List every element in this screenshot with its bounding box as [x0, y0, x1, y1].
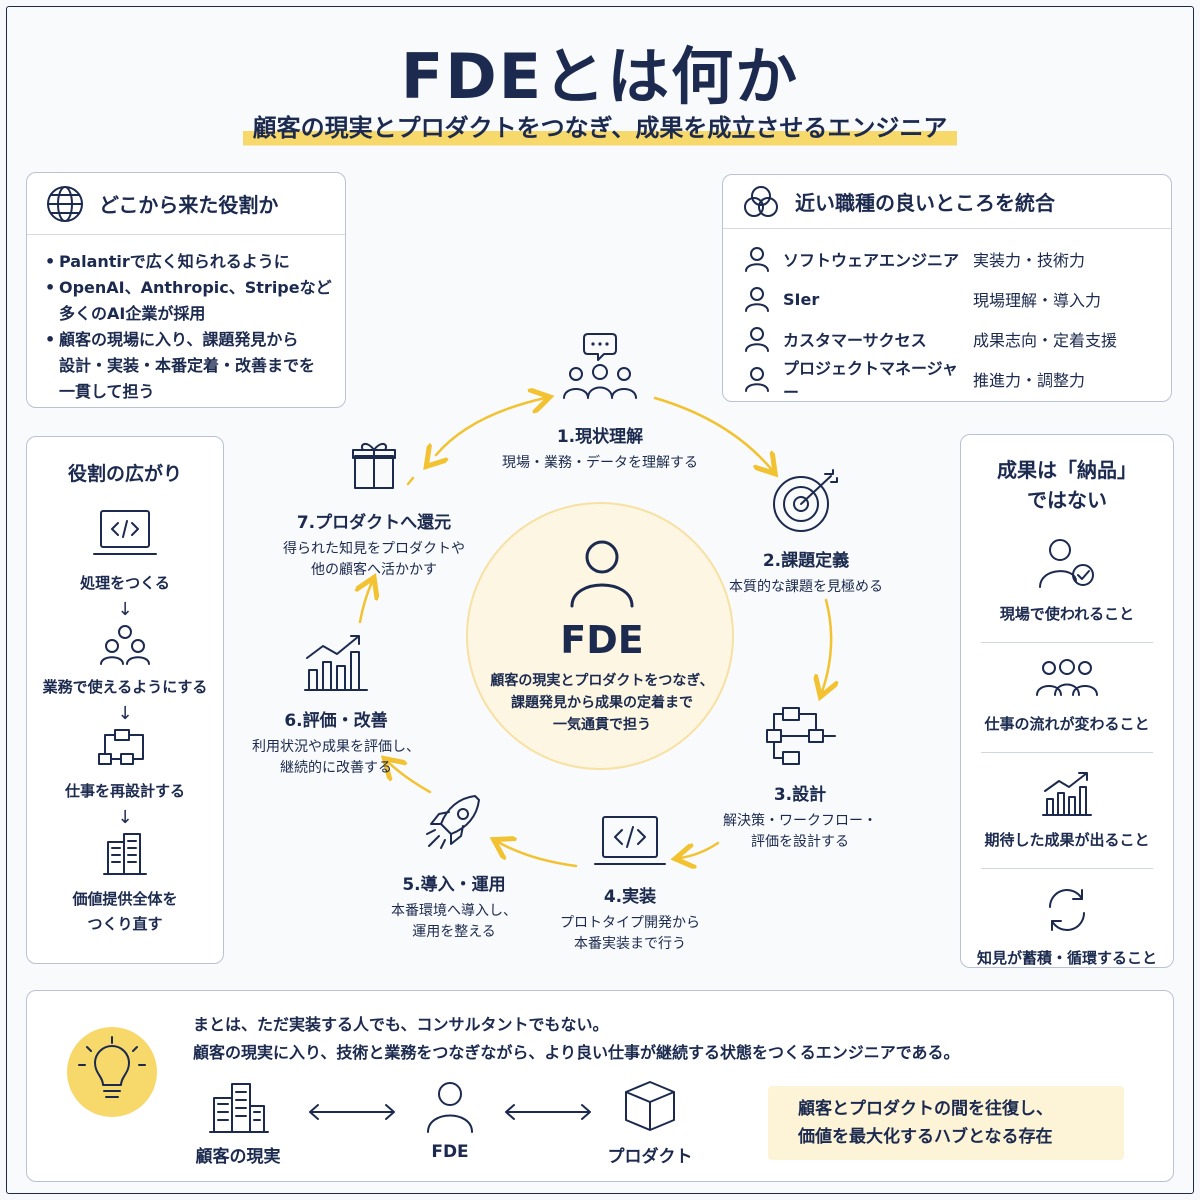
cycle-step-4: 4.実装 プロトタイプ開発から 本番実装まで行う	[530, 814, 730, 955]
fde-center: FDE 顧客の現実とプロダクトをつなぎ、 課題発見から成果の定着まで 一気通貫で…	[466, 502, 734, 770]
roles-panel: 近い職種の良いところを統合 ソフトウェアエンジニア 実装力・技術力 SIer 現…	[722, 174, 1172, 402]
double-arrow-icon	[505, 1104, 591, 1120]
results-panel: 成果は「納品」 ではない 現場で使われること 仕事の流れが変わること	[960, 434, 1174, 968]
origin-heading: どこから来た役割か	[99, 193, 279, 217]
laptop-code-icon	[594, 816, 666, 865]
role-skill: 実装力・技術力	[973, 251, 1086, 270]
bar-chart-icon	[304, 635, 368, 691]
role-skill: 現場理解・導入力	[973, 291, 1102, 310]
fde-description: 顧客の現実とプロダクトをつなぎ、 課題発見から成果の定着まで 一気通貫で担う	[490, 673, 714, 733]
arrow-down-icon: ↓	[117, 599, 133, 620]
result-item: 期待した成果が出ること	[984, 831, 1150, 849]
role-row: SIer 現場理解・導入力	[743, 279, 1171, 319]
spread-step: 処理をつくる	[80, 574, 170, 592]
role-name: ソフトウェアエンジニア	[783, 251, 960, 270]
flowchart-icon	[766, 707, 836, 765]
customer-label: 顧客の現実	[195, 1147, 281, 1167]
cycle-step-5: 5.導入・運用 本番環境へ導入し、 運用を整える	[354, 790, 554, 943]
globe-icon	[47, 185, 83, 222]
role-row: ソフトウェアエンジニア 実装力・技術力	[743, 239, 1171, 279]
fde-person-icon	[427, 1082, 473, 1133]
customer-buildings-icon	[209, 1083, 269, 1133]
page-subtitle: 顧客の現実とプロダクトをつなぎ、成果を成立させるエンジニア	[242, 106, 958, 149]
cycle-step-1: 1.現状理解 現場・業務・データを理解する	[500, 330, 700, 474]
person-icon	[745, 287, 769, 312]
spread-step: つくり直す	[87, 915, 163, 933]
target-icon	[773, 469, 838, 532]
gift-icon	[352, 443, 396, 489]
origin-bullets: Palantirで広く知られるように OpenAI、Anthropic、Stri…	[27, 235, 345, 405]
buildings-icon	[103, 833, 147, 875]
cycle-step-7: 7.プロダクトへ還元 得られた知見をプロダクトや 他の顧客へ活かかす	[264, 438, 484, 581]
double-arrow-icon	[309, 1104, 395, 1120]
hub-callout: 顧客とプロダクトの間を往復し、 価値を最大化するハブとなる存在	[768, 1086, 1124, 1160]
role-row: カスタマーサクセス 成果志向・定着支援	[743, 319, 1171, 359]
product-label: プロダクト	[607, 1147, 693, 1167]
role-name: SIer	[783, 289, 820, 309]
role-skill: 成果志向・定着支援	[973, 331, 1118, 350]
arrow-down-icon: ↓	[117, 703, 133, 724]
rocket-icon	[426, 795, 480, 849]
person-icon	[745, 247, 769, 272]
arrow-down-icon: ↓	[117, 807, 133, 828]
venn-icon	[744, 185, 778, 217]
lightbulb-icon	[78, 1036, 146, 1098]
person-icon	[745, 367, 769, 392]
origin-bullet: Palantirで広く知られるように	[45, 249, 345, 275]
result-item: 知見が蓄積・循環すること	[976, 949, 1157, 967]
cycle-icon	[1049, 889, 1085, 931]
result-item: 仕事の流れが変わること	[984, 715, 1150, 733]
box-icon	[625, 1081, 675, 1131]
person-icon	[745, 327, 769, 352]
group-icon	[1036, 659, 1098, 696]
roles-list: ソフトウェアエンジニア 実装力・技術力 SIer 現場理解・導入力 カスタマーサ…	[723, 229, 1171, 402]
lightbulb-badge	[67, 1027, 157, 1117]
results-heading: 成果は「納品」 ではない	[997, 458, 1137, 512]
fde-label: FDE	[431, 1142, 469, 1162]
workflow-icon	[98, 729, 144, 765]
spread-heading: 役割の広がり	[67, 463, 182, 485]
person-check-icon	[1039, 539, 1094, 588]
team-icon	[100, 625, 150, 665]
cycle-step-3: 3.設計 解決策・ワークフロー・ 評価を設計する	[700, 706, 900, 853]
roles-heading: 近い職種の良いところを統合	[795, 191, 1055, 215]
growth-chart-icon	[1042, 772, 1092, 816]
spread-step: 仕事を再設計する	[64, 782, 185, 800]
role-name: カスタマーサクセス	[783, 331, 927, 350]
summary-line-1: まとは、ただ実装する人でも、コンサルタントでもない。	[193, 1015, 609, 1034]
result-item: 現場で使われること	[999, 605, 1135, 623]
summary-line-2: 顧客の現実に入り、技術と業務をつなぎながら、より良い仕事が継続する状態をつくるエ…	[193, 1043, 960, 1062]
cycle-step-2: 2.課題定義 本質的な課題を見極める	[706, 468, 906, 598]
role-skill: 推進力・調整力	[973, 371, 1086, 390]
spread-panel: 役割の広がり 処理をつくる ↓ 業務で使えるようにする ↓ 仕事を再設計する ↓	[26, 436, 224, 964]
discussion-icon	[563, 333, 637, 399]
spread-step: 業務で使えるようにする	[42, 678, 208, 696]
cycle-step-6: 6.評価・改善 利用状況や成果を評価し、 継続的に改善する	[236, 630, 436, 779]
role-name: プロジェクトマネージャー	[783, 359, 958, 402]
person-icon	[570, 540, 634, 608]
role-row: プロジェクトマネージャー 推進力・調整力	[743, 359, 1171, 402]
page-title: FDEとは何か	[400, 40, 800, 113]
origin-panel: どこから来た役割か Palantirで広く知られるように OpenAI、Anth…	[26, 172, 346, 408]
laptop-code-icon	[93, 510, 157, 555]
spread-step: 価値提供全体を	[72, 890, 178, 908]
fde-title: FDE	[560, 618, 644, 662]
